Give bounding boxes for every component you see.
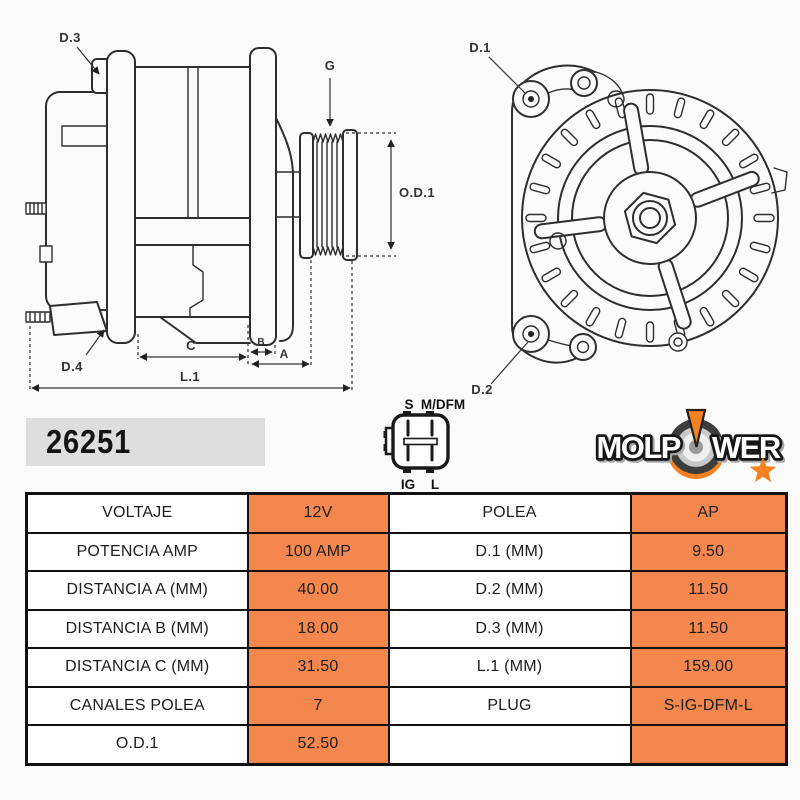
spec-value-cell: 100 AMP — [246, 531, 390, 572]
plug-diagram: S M/DFM IG L — [383, 397, 465, 492]
plug-pin-s: S — [404, 397, 413, 412]
spec-label-cell: DISTANCIA A (MM) — [25, 570, 249, 611]
spec-label-cell: O.D.1 — [25, 724, 249, 765]
table-row: POTENCIA AMP 100 AMP D.1 (MM) 9.50 — [25, 531, 788, 572]
plug-pin-ig: IG — [401, 477, 415, 492]
brand-logo: MOLP WER — [594, 408, 785, 483]
spec-value-cell: 31.50 — [246, 647, 390, 688]
label-dim-b: B — [257, 337, 264, 348]
part-number: 26251 — [46, 423, 132, 460]
spec-value-cell: 52.50 — [246, 724, 390, 765]
table-row: DISTANCIA A (MM) 40.00 D.2 (MM) 11.50 — [25, 570, 788, 611]
spec-label-cell: POTENCIA AMP — [25, 531, 249, 572]
spec-value-cell: S-IG-DFM-L — [629, 685, 788, 726]
spec-value-cell: 18.00 — [246, 608, 390, 649]
label-d1: D.1 — [469, 40, 490, 55]
spec-label-cell: DISTANCIA C (MM) — [25, 647, 249, 688]
plug-pin-l: L — [431, 477, 439, 492]
spec-value-cell — [629, 724, 788, 765]
spec-table: VOLTAJE 12V POLEA AP POTENCIA AMP 100 AM… — [25, 492, 788, 766]
table-row: VOLTAJE 12V POLEA AP — [25, 492, 788, 534]
table-row: O.D.1 52.50 — [25, 724, 788, 765]
label-d4: D.4 — [61, 359, 83, 374]
table-row: DISTANCIA C (MM) 31.50 L.1 (MM) 159.00 — [25, 647, 788, 688]
label-d2: D.2 — [471, 382, 492, 397]
spec-value-cell: 11.50 — [629, 570, 788, 611]
star-icon — [749, 457, 777, 483]
table-row: DISTANCIA B (MM) 18.00 D.3 (MM) 11.50 — [25, 608, 788, 649]
spec-value-cell: 11.50 — [629, 608, 788, 649]
spec-value-cell: 12V — [246, 492, 390, 534]
alternator-drawings: D.3 G D.4 O.D.1 C B A L.1 — [25, 30, 788, 397]
label-dim-l1: L.1 — [180, 369, 200, 384]
label-dim-a: A — [280, 347, 289, 361]
spec-label-cell: VOLTAJE — [25, 492, 249, 534]
front-view-drawing: D.1 D.2 — [469, 40, 788, 397]
label-dim-c: C — [186, 338, 196, 353]
spec-value-cell: AP — [629, 492, 788, 534]
spec-label-cell — [387, 724, 632, 765]
spec-label-cell: L.1 (MM) — [387, 647, 632, 688]
label-od1: O.D.1 — [399, 185, 435, 200]
spec-label-cell: DISTANCIA B (MM) — [25, 608, 249, 649]
part-number-box: 26251 — [26, 418, 265, 466]
label-g: G — [325, 58, 336, 73]
table-row: CANALES POLEA 7 PLUG S-IG-DFM-L — [25, 685, 788, 726]
plug-pin-mdfm: M/DFM — [421, 397, 465, 412]
spec-label-cell: POLEA — [387, 492, 632, 534]
spec-label-cell: D.1 (MM) — [387, 531, 632, 572]
speaker-icon — [667, 408, 725, 479]
spec-label-cell: PLUG — [387, 685, 632, 726]
spec-value-cell: 9.50 — [629, 531, 788, 572]
brand-name-right: WER — [712, 430, 781, 465]
spec-label-cell: D.2 (MM) — [387, 570, 632, 611]
spec-label-cell: CANALES POLEA — [25, 685, 249, 726]
spec-label-cell: D.3 (MM) — [387, 608, 632, 649]
spec-value-cell: 40.00 — [246, 570, 390, 611]
label-d3: D.3 — [59, 30, 80, 45]
spec-value-cell: 159.00 — [629, 647, 788, 688]
brand-name-left: MOLP — [596, 430, 680, 465]
spec-value-cell: 7 — [246, 685, 390, 726]
side-view-drawing: D.3 G D.4 O.D.1 C B A L.1 — [25, 30, 435, 392]
